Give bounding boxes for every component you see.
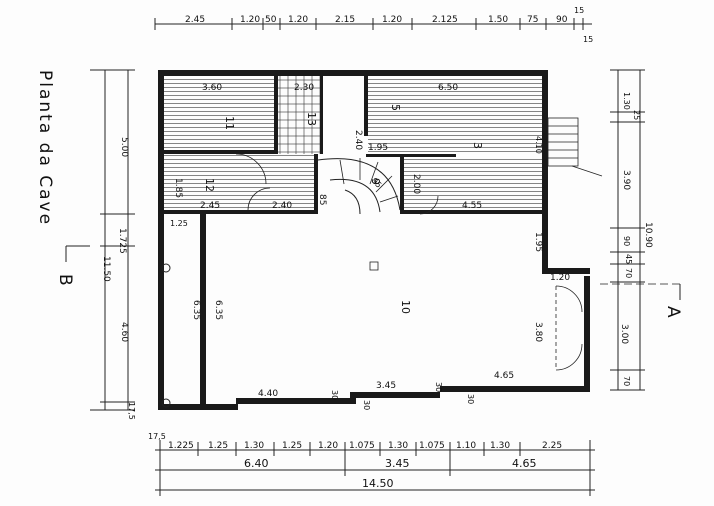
room-3-floor-top (368, 76, 542, 154)
dim-bottom-1225: 1.225 (168, 441, 194, 451)
right-dimension-string: 1.30 25 3.90 10.90 90 45 70 3.00 70 (610, 69, 653, 391)
inner-dim-30a: 30 (330, 390, 339, 400)
dim-bottom-345: 3.45 (385, 457, 410, 470)
dim-right-1090: 10.90 (643, 222, 653, 248)
dim-left-460: 4.60 (119, 322, 129, 342)
interior-walls (164, 76, 542, 214)
dim-top-9: 75 (527, 15, 538, 25)
room-label-11: 11 (223, 116, 236, 130)
dim-bottom-1075a: 1.075 (349, 441, 375, 451)
dim-top-10: 90 (556, 15, 568, 25)
top-dimension-string: 2.45 1.20 50 1.20 2.15 1.20 2.125 1.50 7… (154, 6, 593, 44)
inner-dim-30c: 30 (466, 394, 475, 404)
section-a-marker: A (600, 283, 683, 320)
dim-bottom-130c: 1.30 (490, 441, 510, 451)
inner-dim-440: 4.40 (258, 389, 278, 399)
inner-dim-635b: 6.35 (213, 300, 223, 320)
inner-dim-200: 2.00 (411, 174, 421, 194)
column-top (161, 263, 171, 273)
room-label-9: 9 (369, 178, 382, 185)
dim-top-6: 1.20 (382, 15, 402, 25)
room-label-12: 12 (203, 178, 216, 192)
dim-right-70a: 70 (624, 268, 633, 278)
inner-dim-245: 2.45 (200, 201, 220, 211)
dim-bottom-125b: 1.25 (282, 441, 302, 451)
dim-bottom-225: 2.25 (542, 441, 562, 451)
section-a-label: A (663, 306, 683, 320)
room-13-floor (278, 76, 320, 154)
column-bottom (161, 398, 171, 408)
inner-dim-120: 1.20 (550, 273, 570, 283)
dim-left-175: 17,5 (127, 402, 136, 420)
dim-top-5: 2.15 (335, 15, 355, 25)
inner-dim-195a: 1.95 (368, 143, 388, 153)
dim-top-4: 1.20 (288, 15, 308, 25)
dim-bottom-175: 17,5 (148, 432, 166, 441)
room-11-floor (164, 76, 274, 150)
inner-dim-465: 4.65 (494, 371, 514, 381)
section-b-marker: B (55, 245, 90, 288)
dim-right-130: 1.30 (622, 92, 631, 110)
dim-top-11: 15 (574, 6, 584, 15)
dim-bottom-120: 1.20 (318, 441, 338, 451)
dim-bottom-465: 4.65 (512, 457, 537, 470)
dim-bottom-110: 1.10 (456, 441, 476, 451)
inner-dim-455: 4.55 (462, 201, 482, 211)
exterior-stair (547, 117, 603, 177)
inner-dim-380: 3.80 (533, 322, 543, 342)
plan-title: Planta da Cave (35, 70, 55, 226)
dim-bottom-1075b: 1.075 (419, 441, 445, 451)
room-label-3: 3 (471, 142, 484, 149)
room-12-floor (164, 154, 314, 210)
inner-dim-345: 3.45 (376, 381, 396, 391)
inner-dim-185: 1.85 (173, 178, 183, 198)
dim-bottom-130b: 1.30 (388, 441, 408, 451)
spiral-stair (317, 158, 401, 215)
pillar-marker (369, 261, 379, 271)
dim-bottom-640: 6.40 (244, 457, 269, 470)
inner-dim-85: 85 (317, 194, 327, 205)
inner-dim-635a: 6.35 (191, 300, 201, 320)
inner-dim-230: 2.30 (294, 83, 314, 93)
dim-right-70b: 70 (622, 376, 631, 386)
dim-bottom-130a: 1.30 (244, 441, 264, 451)
dim-bottom-1450: 14.50 (362, 477, 394, 490)
dim-right-45: 45 (624, 254, 633, 264)
inner-dim-360: 3.60 (202, 83, 222, 93)
inner-dim-30b: 30 (434, 382, 443, 392)
dim-left-1150: 11.50 (101, 256, 111, 282)
dim-right-390: 3.90 (621, 170, 631, 190)
dim-left-1725: 1.725 (117, 228, 127, 254)
dim-top-12: 15 (583, 35, 593, 44)
inner-dim-240a: 2.40 (353, 130, 363, 150)
room-label-5: 5 (389, 104, 402, 111)
dim-top-3: 50 (265, 15, 277, 25)
doors (235, 153, 583, 371)
dim-top-2: 1.20 (240, 15, 260, 25)
dim-right-90: 90 (622, 236, 631, 246)
dim-right-300: 3.00 (619, 324, 629, 344)
dim-top-1: 2.45 (185, 15, 205, 25)
dim-top-7: 2.125 (432, 15, 458, 25)
dim-left-500: 5.00 (119, 137, 129, 157)
inner-dim-650: 6.50 (438, 83, 458, 93)
bottom-dimension-strings: 17,5 1.225 1.25 1.30 1.25 1.20 1.075 1.3… (148, 432, 595, 496)
inner-dim-240b: 2.40 (272, 201, 292, 211)
dim-top-8: 1.50 (488, 15, 508, 25)
exterior-walls (158, 70, 590, 410)
inner-dim-410: 4.10 (534, 136, 543, 154)
inner-dim-30d: 30 (362, 400, 371, 410)
room-3-floor (404, 157, 542, 210)
left-dimension-string: 5.00 1.725 11.50 4.60 17,5 (90, 69, 136, 420)
inner-dim-195b: 1.95 (533, 232, 543, 252)
room-label-13: 13 (305, 112, 318, 126)
dim-right-25: 25 (632, 110, 641, 120)
section-b-label: B (55, 274, 75, 288)
dim-bottom-125a: 1.25 (208, 441, 228, 451)
inner-dim-125: 1.25 (170, 219, 188, 228)
room-label-10: 10 (399, 300, 412, 314)
